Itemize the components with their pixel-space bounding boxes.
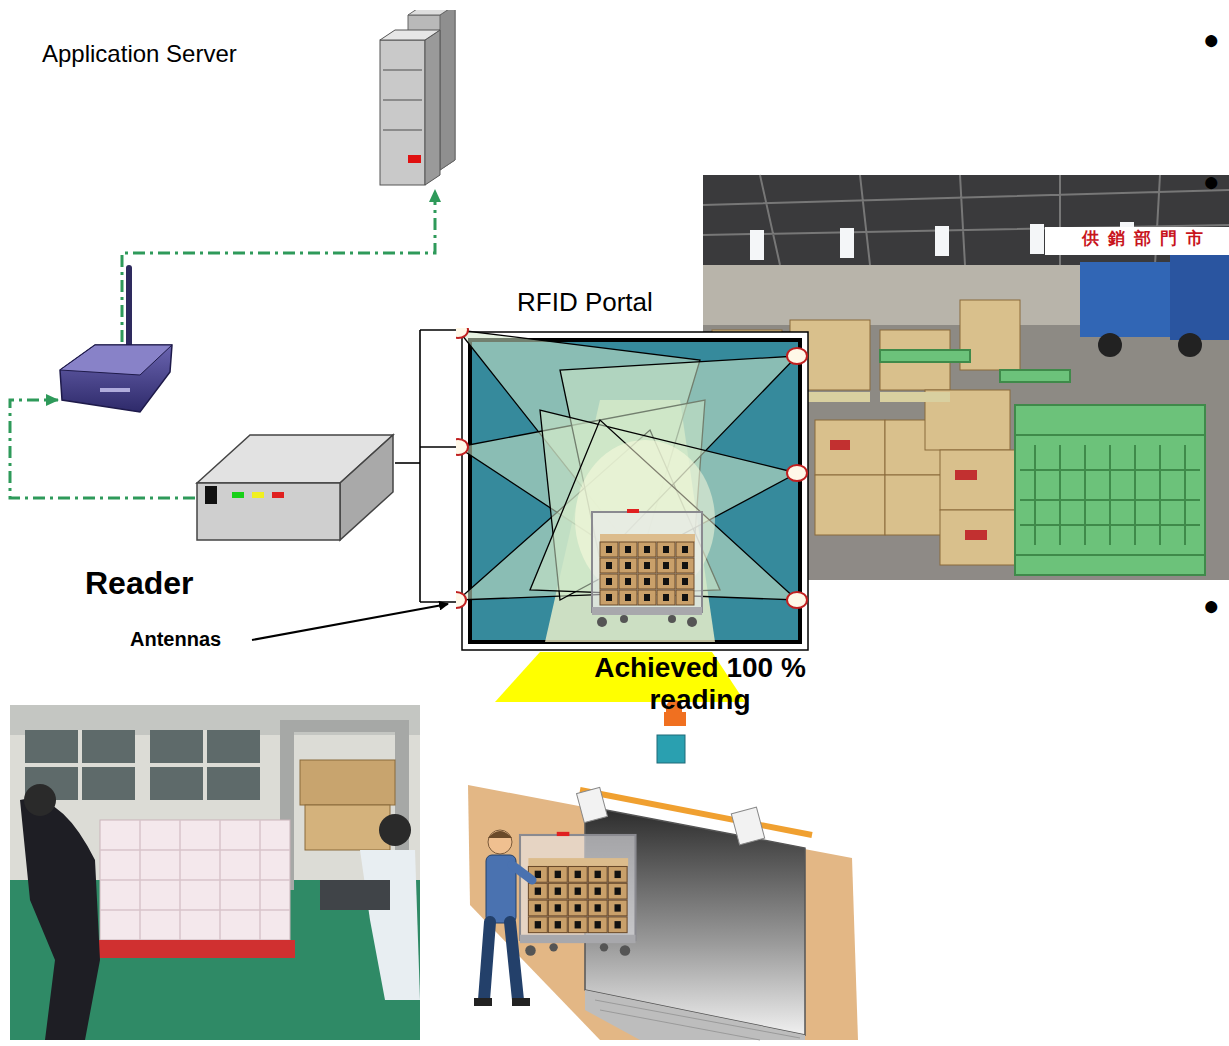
result-note: Achieved 100 % reading (560, 652, 840, 716)
dock-door-illustration (468, 700, 858, 1040)
portal-node: RFID Portal (460, 330, 810, 652)
bullet-dot: ● (1203, 590, 1220, 622)
bullet-dot: ● (1203, 166, 1220, 198)
connector-segment (420, 446, 460, 448)
node-label: RFID Portal (517, 288, 653, 318)
server-node: Application Server (375, 10, 465, 190)
reader-node: Reader (195, 432, 395, 542)
part-label: Antennas (130, 628, 221, 651)
connector-segment (10, 400, 195, 498)
reader-box (195, 432, 395, 542)
bullet-dot: ● (1203, 24, 1220, 56)
connector-segment (420, 601, 460, 603)
connector-segment (419, 330, 421, 602)
connector (10, 190, 435, 498)
node-label: Application Server (42, 40, 237, 68)
connector (395, 330, 460, 602)
leader-line (252, 604, 448, 640)
sign-text: 供銷部門市 (1082, 229, 1212, 249)
connector-segment (420, 329, 460, 331)
connector-segment (122, 190, 435, 342)
pallet-photo (10, 705, 420, 1040)
wireless-router (60, 265, 172, 412)
worker-figure (474, 830, 532, 1006)
node-label: Reader (85, 565, 194, 602)
rfid-portal (456, 328, 812, 654)
connector-segment (395, 462, 420, 464)
server-icon (375, 10, 465, 190)
